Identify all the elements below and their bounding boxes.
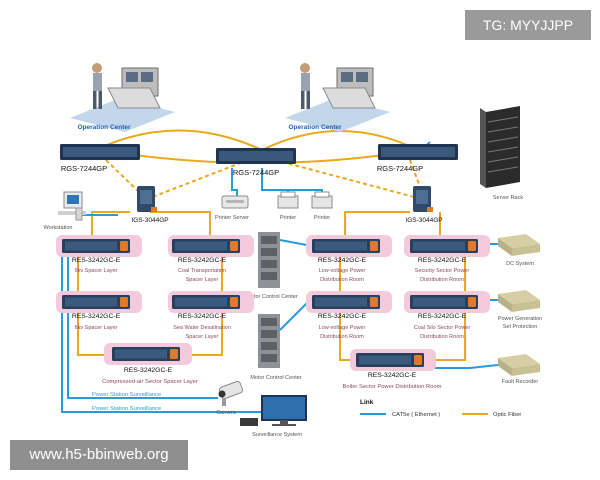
printer-server-label: Printer Server [215,215,249,221]
res-switch-layer-2: RES-3242GC-E Coal Transportation Spacer … [168,235,254,283]
svg-text:IGS-3044GP: IGS-3044GP [131,217,168,224]
watermark-bottom: www.h5-bbinweb.org [10,440,188,470]
svg-text:RES-3242GC-E: RES-3242GC-E [178,257,227,264]
svg-text:Sea Water Desalination: Sea Water Desalination [173,325,231,331]
power-generation-label: Power Generation [498,316,542,322]
camera-label: Camera [216,410,237,416]
surveillance-system-label: Surveillance System [252,432,302,438]
igs-switch-right: IGS-3044GP [405,186,443,224]
svg-text:RES-3242GC-E: RES-3242GC-E [178,313,227,320]
watermark-top: TG: MYYJJPP [465,10,591,40]
svg-text:RES-3242GC-E: RES-3242GC-E [418,313,467,320]
svg-text:RES-3242GC-E: RES-3242GC-E [72,313,121,320]
svg-text:RES-3242GC-E: RES-3242GC-E [318,257,367,264]
fault-recorder-label: Fault Recorder [502,379,539,385]
svg-text:Coal Silo Sector Power: Coal Silo Sector Power [414,325,471,331]
core-switch-left: RGS-7244GP [60,144,140,173]
svg-text:Set Protection: Set Protection [503,324,538,330]
res-switch-layer-7: RES-3242GC-E Low-voltage Power Distribut… [306,291,392,340]
workstation-icon: Workstation [44,191,86,231]
operation-center-label-right: Operation Center [288,124,342,131]
operation-center-left: Operation Center [70,63,175,132]
operation-center-label-left: Operation Center [77,124,131,131]
core-switch-center: RGS-7244GP [216,148,296,177]
svg-text:RES-3242GC-E: RES-3242GC-E [72,257,121,264]
dc-system-icon: DC System [498,234,540,267]
workstation-label: Workstation [44,225,73,231]
legend-title: Link [360,399,374,406]
surveillance-line-label-1: Power Station Surveillance [92,392,161,398]
svg-text:Distribution Room: Distribution Room [420,277,464,283]
svg-text:RGS-7244GP: RGS-7244GP [233,168,279,177]
svg-text:Spacer Layer: Spacer Layer [186,277,219,283]
svg-text:Coal Transportation: Coal Transportation [178,268,226,274]
svg-text:Low-voltage Power: Low-voltage Power [319,268,366,274]
svg-text:RES-3242GC-E: RES-3242GC-E [418,257,467,264]
legend-ethernet-label: CAT5e ( Ethernet ) [392,412,440,418]
surveillance-line-label-2: Power Station Surveillance [92,406,161,412]
server-rack-label: Server Rack [493,195,524,201]
res-switch-layer-4: RES-3242GC-E Security Sector Power Distr… [404,235,490,283]
svg-text:RES-3242GC-E: RES-3242GC-E [318,313,367,320]
svg-text:Distribution Room: Distribution Room [320,277,364,283]
svg-text:6kv Spacer Layer: 6kv Spacer Layer [75,268,118,274]
core-switch-right: RGS-7244GP [377,144,458,173]
svg-text:Compressed-air Sector Spacer L: Compressed-air Sector Spacer Layer [102,379,198,385]
svg-text:Security Sector Power: Security Sector Power [415,268,470,274]
motor-control-center-label-2: Motor Control Center [250,375,302,381]
motor-control-center-2: Motor Control Center [250,314,302,381]
legend-fiber-label: Optic Fiber [493,412,521,418]
svg-text:Spacer Layer: Spacer Layer [186,334,219,340]
svg-text:RES-3242GC-E: RES-3242GC-E [368,372,417,379]
svg-text:RGS-7244GP: RGS-7244GP [377,164,423,173]
svg-text:Boiler Sector Power Distributi: Boiler Sector Power Distribution Room [343,384,442,390]
svg-text:RGS-7244GP: RGS-7244GP [61,164,107,173]
printer-label-2: Printer [314,215,330,221]
printer-server-icon: Printer Server [215,195,249,221]
printer-label-1: Printer [280,215,296,221]
svg-text:Distribution Room: Distribution Room [320,334,364,340]
res-switch-layer-8: RES-3242GC-E Coal Silo Sector Power Dist… [404,291,490,340]
fault-recorder-icon: Fault Recorder [498,354,540,385]
fiber-links [77,129,466,361]
server-rack-icon: Server Rack [480,106,523,201]
res-switch-layer-10: RES-3242GC-E Boiler Sector Power Distrib… [343,349,442,390]
motor-control-center-1: Motor Control Center [246,232,298,300]
svg-text:RES-3242GC-E: RES-3242GC-E [124,367,173,374]
link-legend: Link CAT5e ( Ethernet ) Optic Fiber [360,399,521,418]
camera-icon: Camera [216,380,244,416]
operation-center-right: Operation Center [285,63,390,132]
res-switch-layer-1: RES-3242GC-E 6kv Spacer Layer [56,235,142,274]
svg-text:6kv Spacer Layer: 6kv Spacer Layer [75,325,118,331]
printer-icon-2: Printer [311,191,333,221]
svg-text:Distribution Room: Distribution Room [420,334,464,340]
igs-switch-left: IGS-3044GP [131,186,169,224]
surveillance-system-icon: Surveillance System [240,395,307,438]
motor-control-center-label-1: Motor Control Center [246,294,298,300]
res-switch-layer-3: RES-3242GC-E Low-voltage Power Distribut… [306,235,392,283]
svg-text:Low-voltage Power: Low-voltage Power [319,325,366,331]
dc-system-label: DC System [506,261,534,267]
res-switch-layer-5: RES-3242GC-E 6kv Spacer Layer [56,291,142,331]
res-switch-layer-9: RES-3242GC-E Compressed-air Sector Space… [102,343,198,385]
res-switch-layer-6: RES-3242GC-E Sea Water Desalination Spac… [168,291,254,340]
power-generation-icon: Power Generation Set Protection [498,290,542,330]
printer-icon-1: Printer [277,191,299,221]
svg-text:IGS-3044GP: IGS-3044GP [405,217,442,224]
